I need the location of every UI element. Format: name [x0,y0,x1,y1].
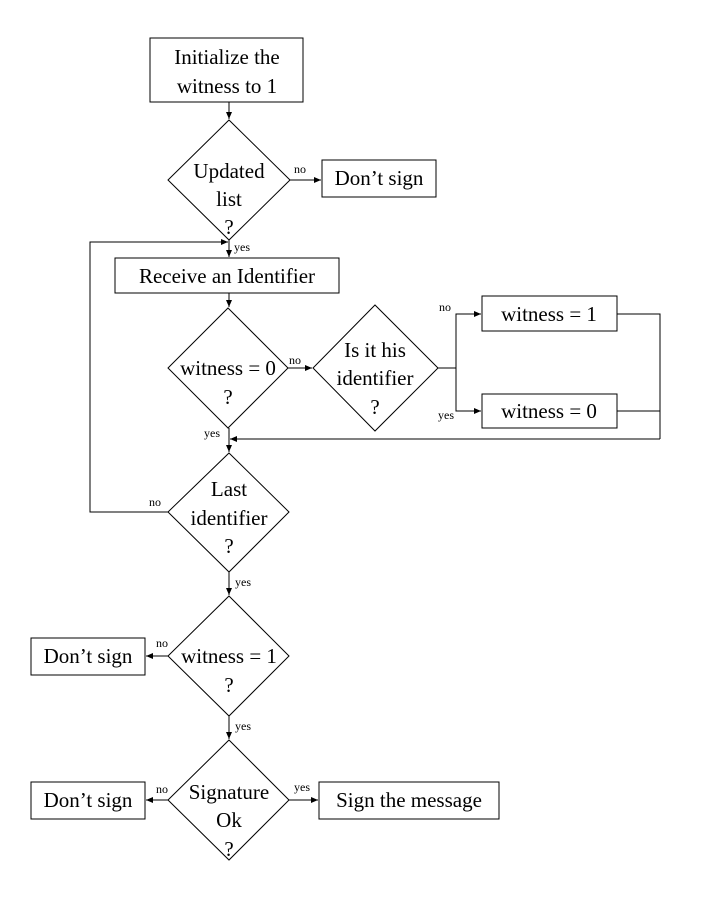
node-sign-message-text: Sign the message [336,788,482,812]
node-receive-text: Receive an Identifier [139,264,315,288]
node-init: Initialize the witness to 1 [149,37,304,103]
label-w1-yes: yes [235,719,251,733]
node-updated-line-1: Updated [193,159,265,183]
node-witness-eq-0-check: witness = 0 ? [167,307,289,429]
edge-his-yes [455,368,481,414]
label-his-yes: yes [438,408,454,422]
node-dont-sign-1-text: Don’t sign [335,166,424,190]
edge-last-no-loop [89,239,228,513]
label-last-no: no [149,495,161,509]
node-his-line-2: identifier [337,366,414,390]
label-w1-no: no [156,636,168,650]
node-init-line-1: Initialize the [174,45,280,69]
node-dont-sign-3-text: Don’t sign [44,788,133,812]
node-last-line-1: Last [211,477,247,501]
node-dont-sign-2-text: Don’t sign [44,644,133,668]
node-sig-line-2: Ok [216,808,242,832]
node-is-his-identifier: Is it his identifier ? [312,304,439,432]
node-set-w0-text: witness = 0 [501,399,597,423]
node-signature-ok: Signature Ok ? [167,739,290,861]
node-set-w1-text: witness = 1 [501,302,597,326]
label-last-yes: yes [235,575,251,589]
label-sig-yes: yes [294,780,310,794]
label-sig-no: no [156,782,168,796]
node-updated-line-2: list [216,187,242,211]
node-sig-line-3: ? [224,837,233,861]
node-last-line-2: identifier [191,506,268,530]
node-dont-sign-2: Don’t sign [30,637,146,676]
label-updated-yes: yes [234,240,250,254]
node-dont-sign-1: Don’t sign [321,159,437,198]
label-w0-yes: yes [204,426,220,440]
node-updated-line-3: ? [224,215,233,239]
node-init-line-2: witness to 1 [177,74,277,98]
node-w1-line-2: ? [224,673,233,697]
edge-labels: no yes no yes no yes no yes no yes no ye… [149,162,454,796]
node-his-line-1: Is it his [344,338,406,362]
node-dont-sign-3: Don’t sign [30,781,146,820]
node-set-witness-0: witness = 0 [481,393,618,429]
label-his-no: no [439,300,451,314]
node-set-witness-1: witness = 1 [481,295,618,332]
node-updated-list: Updated list ? [167,119,291,241]
node-receive: Receive an Identifier [114,257,340,294]
node-witness-eq-1-check: witness = 1 ? [167,595,290,717]
node-last-identifier: Last identifier ? [167,452,290,573]
node-w1-line-1: witness = 1 [181,644,277,668]
node-his-line-3: ? [370,395,379,419]
label-updated-no: no [294,162,306,176]
edge-w1-out [617,313,661,439]
node-w0-line-1: witness = 0 [180,356,276,380]
connectors [89,102,661,803]
node-sign-message: Sign the message [318,781,500,820]
label-w0-no: no [289,353,301,367]
edge-his-no [455,311,481,368]
node-last-line-3: ? [224,534,233,558]
node-sig-line-1: Signature [189,780,269,804]
node-w0-line-2: ? [223,385,232,409]
